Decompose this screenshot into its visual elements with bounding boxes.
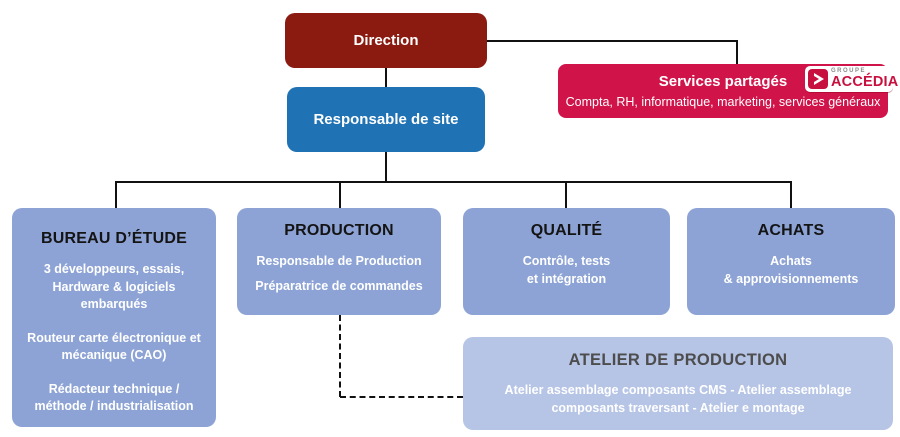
logo-groupe-label: GROUPE — [831, 68, 867, 75]
connector-direction-site — [385, 66, 387, 88]
connector-drop-achats — [790, 181, 792, 208]
direction-label: Direction — [353, 32, 419, 49]
atelier-production-body: Atelier assemblage composants CMS - Atel… — [504, 383, 852, 415]
dept-production-box: PRODUCTION Responsable de Production Pré… — [237, 208, 441, 315]
connector-dashed-production-atelier-h — [340, 396, 463, 398]
accedia-logo-text: GROUPE ACCÉDIA — [831, 68, 898, 90]
dept-production-line: Responsable de Production — [256, 254, 422, 268]
accedia-arrow-icon — [808, 69, 828, 89]
direction-box: Direction — [285, 13, 487, 68]
connector-dashed-production-atelier-v — [339, 315, 341, 397]
shared-services-box: Services partagés Compta, RH, informatiq… — [558, 64, 898, 118]
atelier-production-box: ATELIER DE PRODUCTION Atelier assemblage… — [463, 337, 893, 430]
atelier-production-title: ATELIER DE PRODUCTION — [568, 351, 788, 369]
site-manager-box: Responsable de site — [287, 87, 485, 152]
dept-achats-box: ACHATS Achats & approvisionnements — [687, 208, 895, 315]
accedia-logo: GROUPE ACCÉDIA — [805, 66, 898, 92]
connector-site-bus — [385, 152, 387, 182]
shared-services-subtitle: Compta, RH, informatique, marketing, ser… — [565, 95, 881, 109]
connector-bus — [115, 181, 792, 183]
connector-drop-bureau — [115, 181, 117, 208]
connector-drop-qualite — [565, 181, 567, 208]
logo-accedia-label: ACCÉDIA — [831, 74, 899, 91]
dept-achats-title: ACHATS — [757, 222, 825, 239]
dept-bureau-etude-box: BUREAU D’ÉTUDE 3 développeurs, essais, H… — [12, 208, 216, 427]
dept-qualite-box: QUALITÉ Contrôle, tests et intégration — [463, 208, 670, 315]
connector-direction-services-h — [487, 40, 738, 42]
dept-bureau-etude-line: Rédacteur technique / méthode / industri… — [34, 381, 194, 414]
dept-bureau-etude-title: BUREAU D’ÉTUDE — [41, 230, 187, 247]
connector-direction-services-v — [736, 40, 738, 64]
dept-production-title: PRODUCTION — [284, 222, 394, 239]
dept-achats-line: Achats & approvisionnements — [723, 254, 859, 286]
dept-qualite-line: Contrôle, tests et intégration — [522, 254, 611, 286]
dept-production-line: Préparatrice de commandes — [255, 278, 423, 293]
dept-qualite-title: QUALITÉ — [530, 222, 603, 239]
dept-bureau-etude-line: Routeur carte électronique et mécanique … — [27, 330, 201, 363]
shared-services-title: Services partagés — [658, 73, 788, 90]
site-manager-label: Responsable de site — [313, 111, 459, 128]
dept-bureau-etude-line: 3 développeurs, essais, Hardware & logic… — [43, 262, 185, 311]
connector-drop-production — [339, 181, 341, 208]
